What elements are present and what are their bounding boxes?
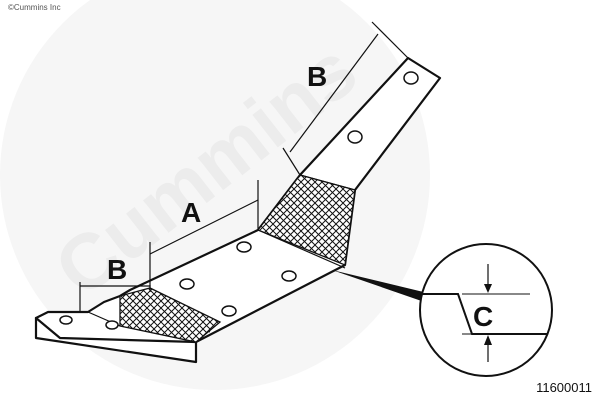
reference-number: 11600011 <box>536 380 592 395</box>
bolt-hole <box>403 71 419 85</box>
detail-view-c <box>419 243 553 377</box>
dimension-lines <box>79 21 409 312</box>
dimension-label-b-lower: B <box>107 254 127 285</box>
dimension-b-upper-extension <box>282 147 301 176</box>
bolt-hole <box>221 305 237 317</box>
detail-arrow-top-head <box>484 284 492 293</box>
bolt-hole <box>347 130 363 144</box>
detail-arrow-bottom-head <box>484 335 492 345</box>
dimension-label-a: A <box>181 197 201 228</box>
bolt-hole <box>59 315 73 325</box>
bolt-hole <box>179 278 195 290</box>
watermark-circle <box>0 0 430 390</box>
bolt-hole <box>236 241 252 253</box>
dimension-label-b-upper: B <box>307 61 327 92</box>
bolt-hole <box>105 320 119 330</box>
detail-leader <box>332 270 440 306</box>
copyright-text: ©Cummins Inc <box>8 3 61 12</box>
dimension-a-line <box>149 199 259 255</box>
dimension-label-c: C <box>473 301 493 332</box>
detail-circle <box>419 243 553 377</box>
knurled-pads <box>119 174 356 343</box>
knurled-pad-upper <box>256 174 356 266</box>
knurled-pad-lower <box>119 287 222 343</box>
dimension-b-upper-line <box>289 33 379 153</box>
bolt-hole <box>281 270 297 282</box>
dimension-b-upper-extension <box>371 21 409 59</box>
bracket-holes <box>59 71 419 330</box>
